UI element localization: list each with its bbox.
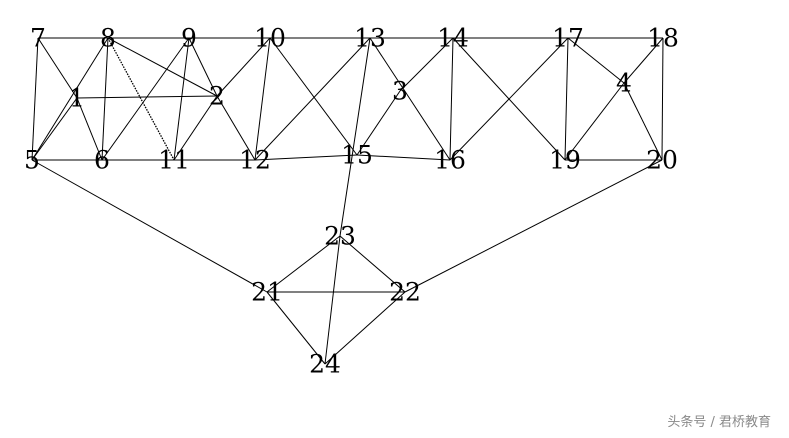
edges-layer — [31, 37, 664, 365]
edge-n12-n15 — [254, 154, 358, 161]
node-label-23: 23 — [324, 222, 356, 251]
edge-n5-n21 — [31, 159, 268, 293]
edge-n13-n16 — [369, 37, 451, 161]
edge-n9-n6 — [101, 37, 190, 161]
edge-n8-n2 — [107, 37, 218, 97]
node-label-3: 3 — [392, 77, 408, 106]
edge-n1-n5 — [31, 97, 78, 161]
edge-n7-n1 — [37, 37, 78, 99]
node-label-6: 6 — [94, 146, 110, 175]
watermark-text: 头条号 / 君桥教育 — [667, 415, 771, 430]
edge-n18-n20 — [661, 37, 664, 161]
edge-n23-n21 — [266, 235, 341, 293]
edge-n4-n20 — [623, 82, 663, 161]
edge-n9-n11 — [173, 37, 190, 161]
node-label-1: 1 — [69, 84, 85, 113]
node-label-17: 17 — [552, 24, 584, 53]
node-label-7: 7 — [30, 24, 46, 53]
node-label-10: 10 — [254, 24, 286, 53]
edge-n10-n2 — [216, 37, 271, 97]
edge-n17-n19 — [564, 37, 569, 161]
edge-n13-n23 — [339, 37, 371, 237]
edge-n22-n24 — [324, 291, 406, 365]
node-label-2: 2 — [209, 82, 225, 111]
node-label-16: 16 — [434, 146, 466, 175]
edge-n23-n24 — [324, 235, 341, 365]
edge-n17-n16 — [449, 37, 569, 161]
edge-n2-n11 — [173, 95, 218, 161]
edge-n18-n4 — [623, 37, 664, 84]
edge-n8-n11 — [107, 37, 175, 161]
node-label-9: 9 — [181, 24, 197, 53]
node-label-20: 20 — [646, 146, 678, 175]
edge-n13-n12 — [254, 37, 371, 161]
node-label-24: 24 — [309, 350, 341, 379]
edge-n4-n19 — [564, 82, 625, 161]
edge-n2-n12 — [216, 95, 256, 161]
node-label-8: 8 — [100, 24, 116, 53]
node-label-5: 5 — [24, 146, 40, 175]
edge-n15-n16 — [356, 154, 451, 161]
edge-n23-n22 — [339, 235, 406, 293]
node-label-13: 13 — [354, 24, 386, 53]
edge-n8-n6 — [101, 37, 109, 161]
node-label-15: 15 — [341, 141, 373, 170]
edge-n7-n5 — [31, 37, 39, 161]
edge-n10-n12 — [254, 37, 271, 161]
node-label-4: 4 — [616, 69, 632, 98]
edge-n21-n24 — [266, 291, 326, 365]
node-label-19: 19 — [549, 146, 581, 175]
edge-n14-n3 — [399, 37, 454, 92]
node-label-22: 22 — [389, 278, 421, 307]
edge-n10-n15 — [269, 37, 358, 156]
node-label-21: 21 — [251, 278, 283, 307]
edge-n9-n2 — [188, 37, 218, 97]
edge-n17-n4 — [567, 37, 625, 84]
edge-n3-n15 — [356, 90, 401, 156]
edge-n8-n5 — [31, 37, 109, 161]
node-label-11: 11 — [158, 146, 190, 175]
edge-n20-n22 — [404, 159, 663, 293]
node-label-18: 18 — [647, 24, 679, 53]
node-label-12: 12 — [239, 146, 271, 175]
edge-n14-n16 — [449, 37, 454, 161]
node-label-14: 14 — [437, 24, 469, 53]
edge-n1-n6 — [76, 97, 103, 161]
